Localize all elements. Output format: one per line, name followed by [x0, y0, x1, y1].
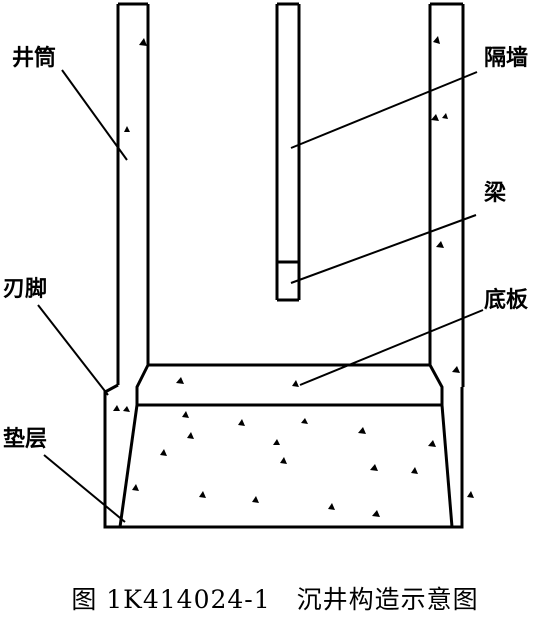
figure-caption: 图 1K414024-1 沉井构造示意图 [71, 585, 479, 614]
aggregate-marks [113, 36, 474, 517]
right-shaft-wall [428, 2, 465, 387]
cushion-layer [118, 404, 454, 528]
label-shaft: 井筒 [12, 46, 57, 71]
leader-cushion [43, 454, 126, 523]
label-beam: 梁 [484, 181, 507, 206]
leader-cutting-edge [37, 304, 109, 396]
label-bottom-slab: 底板 [484, 288, 529, 313]
leader-beam [290, 214, 477, 284]
leader-shaft [61, 69, 128, 161]
label-cutting-edge: 刃脚 [3, 277, 48, 302]
partition-wall [275, 2, 301, 302]
left-shaft-wall [116, 2, 150, 385]
leader-lines [37, 69, 484, 523]
cutting-edge [103, 383, 464, 529]
label-cushion: 垫层 [3, 427, 48, 452]
bottom-slab [135, 363, 444, 407]
label-partition: 隔墙 [484, 46, 529, 71]
leader-bottom-slab [299, 309, 484, 386]
leader-partition [290, 71, 478, 149]
